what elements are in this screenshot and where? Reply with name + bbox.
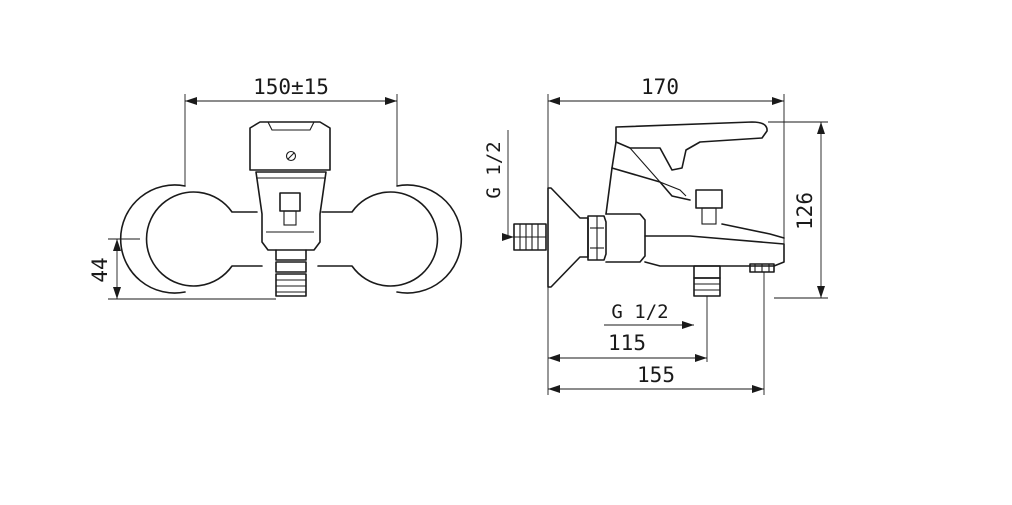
dim-inlet-label: G 1/2 [483, 141, 505, 198]
front-body [255, 171, 327, 251]
side-spout [721, 223, 785, 239]
dim-arrow [817, 122, 825, 134]
front-lever [249, 121, 331, 171]
front-diverter-stem [283, 210, 297, 226]
side-body [605, 141, 785, 267]
dim-arrow [548, 97, 560, 105]
side-view: 170 126 G 1/2 G 1/2 115 155 [483, 75, 828, 395]
dim-arrow [548, 385, 560, 393]
dim-outlet-label: G 1/2 [611, 301, 668, 323]
dim-height-label: 44 [88, 257, 112, 282]
side-lever [615, 121, 768, 171]
side-body-front [611, 167, 691, 201]
dim-arrow [682, 321, 694, 329]
side-nut [587, 215, 607, 261]
front-outlet-nut [275, 261, 307, 273]
dim-width-label: 150±15 [253, 75, 329, 99]
side-diverter-stem [701, 207, 717, 225]
dim-arrow [752, 385, 764, 393]
side-outlet-nut [693, 265, 721, 279]
dim-arrow [113, 287, 121, 299]
dim-arrow [817, 286, 825, 298]
dim-side-height-label: 126 [793, 192, 817, 230]
dim-arrow [185, 97, 197, 105]
front-outlet [275, 249, 307, 261]
dim-arrow [548, 354, 560, 362]
front-right-escutcheon [317, 191, 439, 287]
side-outlet-thread [693, 277, 721, 297]
dim-arrow [385, 97, 397, 105]
front-diverter-knob [279, 192, 301, 212]
side-diverter-knob [695, 189, 723, 209]
front-right-escutcheon-outer [396, 184, 463, 294]
side-connector [605, 213, 646, 263]
front-view: 150±15 44 [88, 75, 463, 300]
front-lever-cap [267, 121, 315, 131]
dim-length-label: 170 [641, 75, 679, 99]
front-left-escutcheon [145, 191, 263, 287]
dim-arrow [772, 97, 784, 105]
dim-arrow [695, 354, 707, 362]
front-outlet-thread [275, 273, 307, 297]
front-screw-slot [287, 152, 295, 160]
side-lever-edge [629, 147, 687, 197]
side-escutcheon [547, 187, 589, 288]
dim-arrow [113, 239, 121, 251]
dim-reach-label: 155 [637, 363, 675, 387]
front-screw-icon [285, 150, 297, 162]
dim-offset-label: 115 [608, 331, 646, 355]
